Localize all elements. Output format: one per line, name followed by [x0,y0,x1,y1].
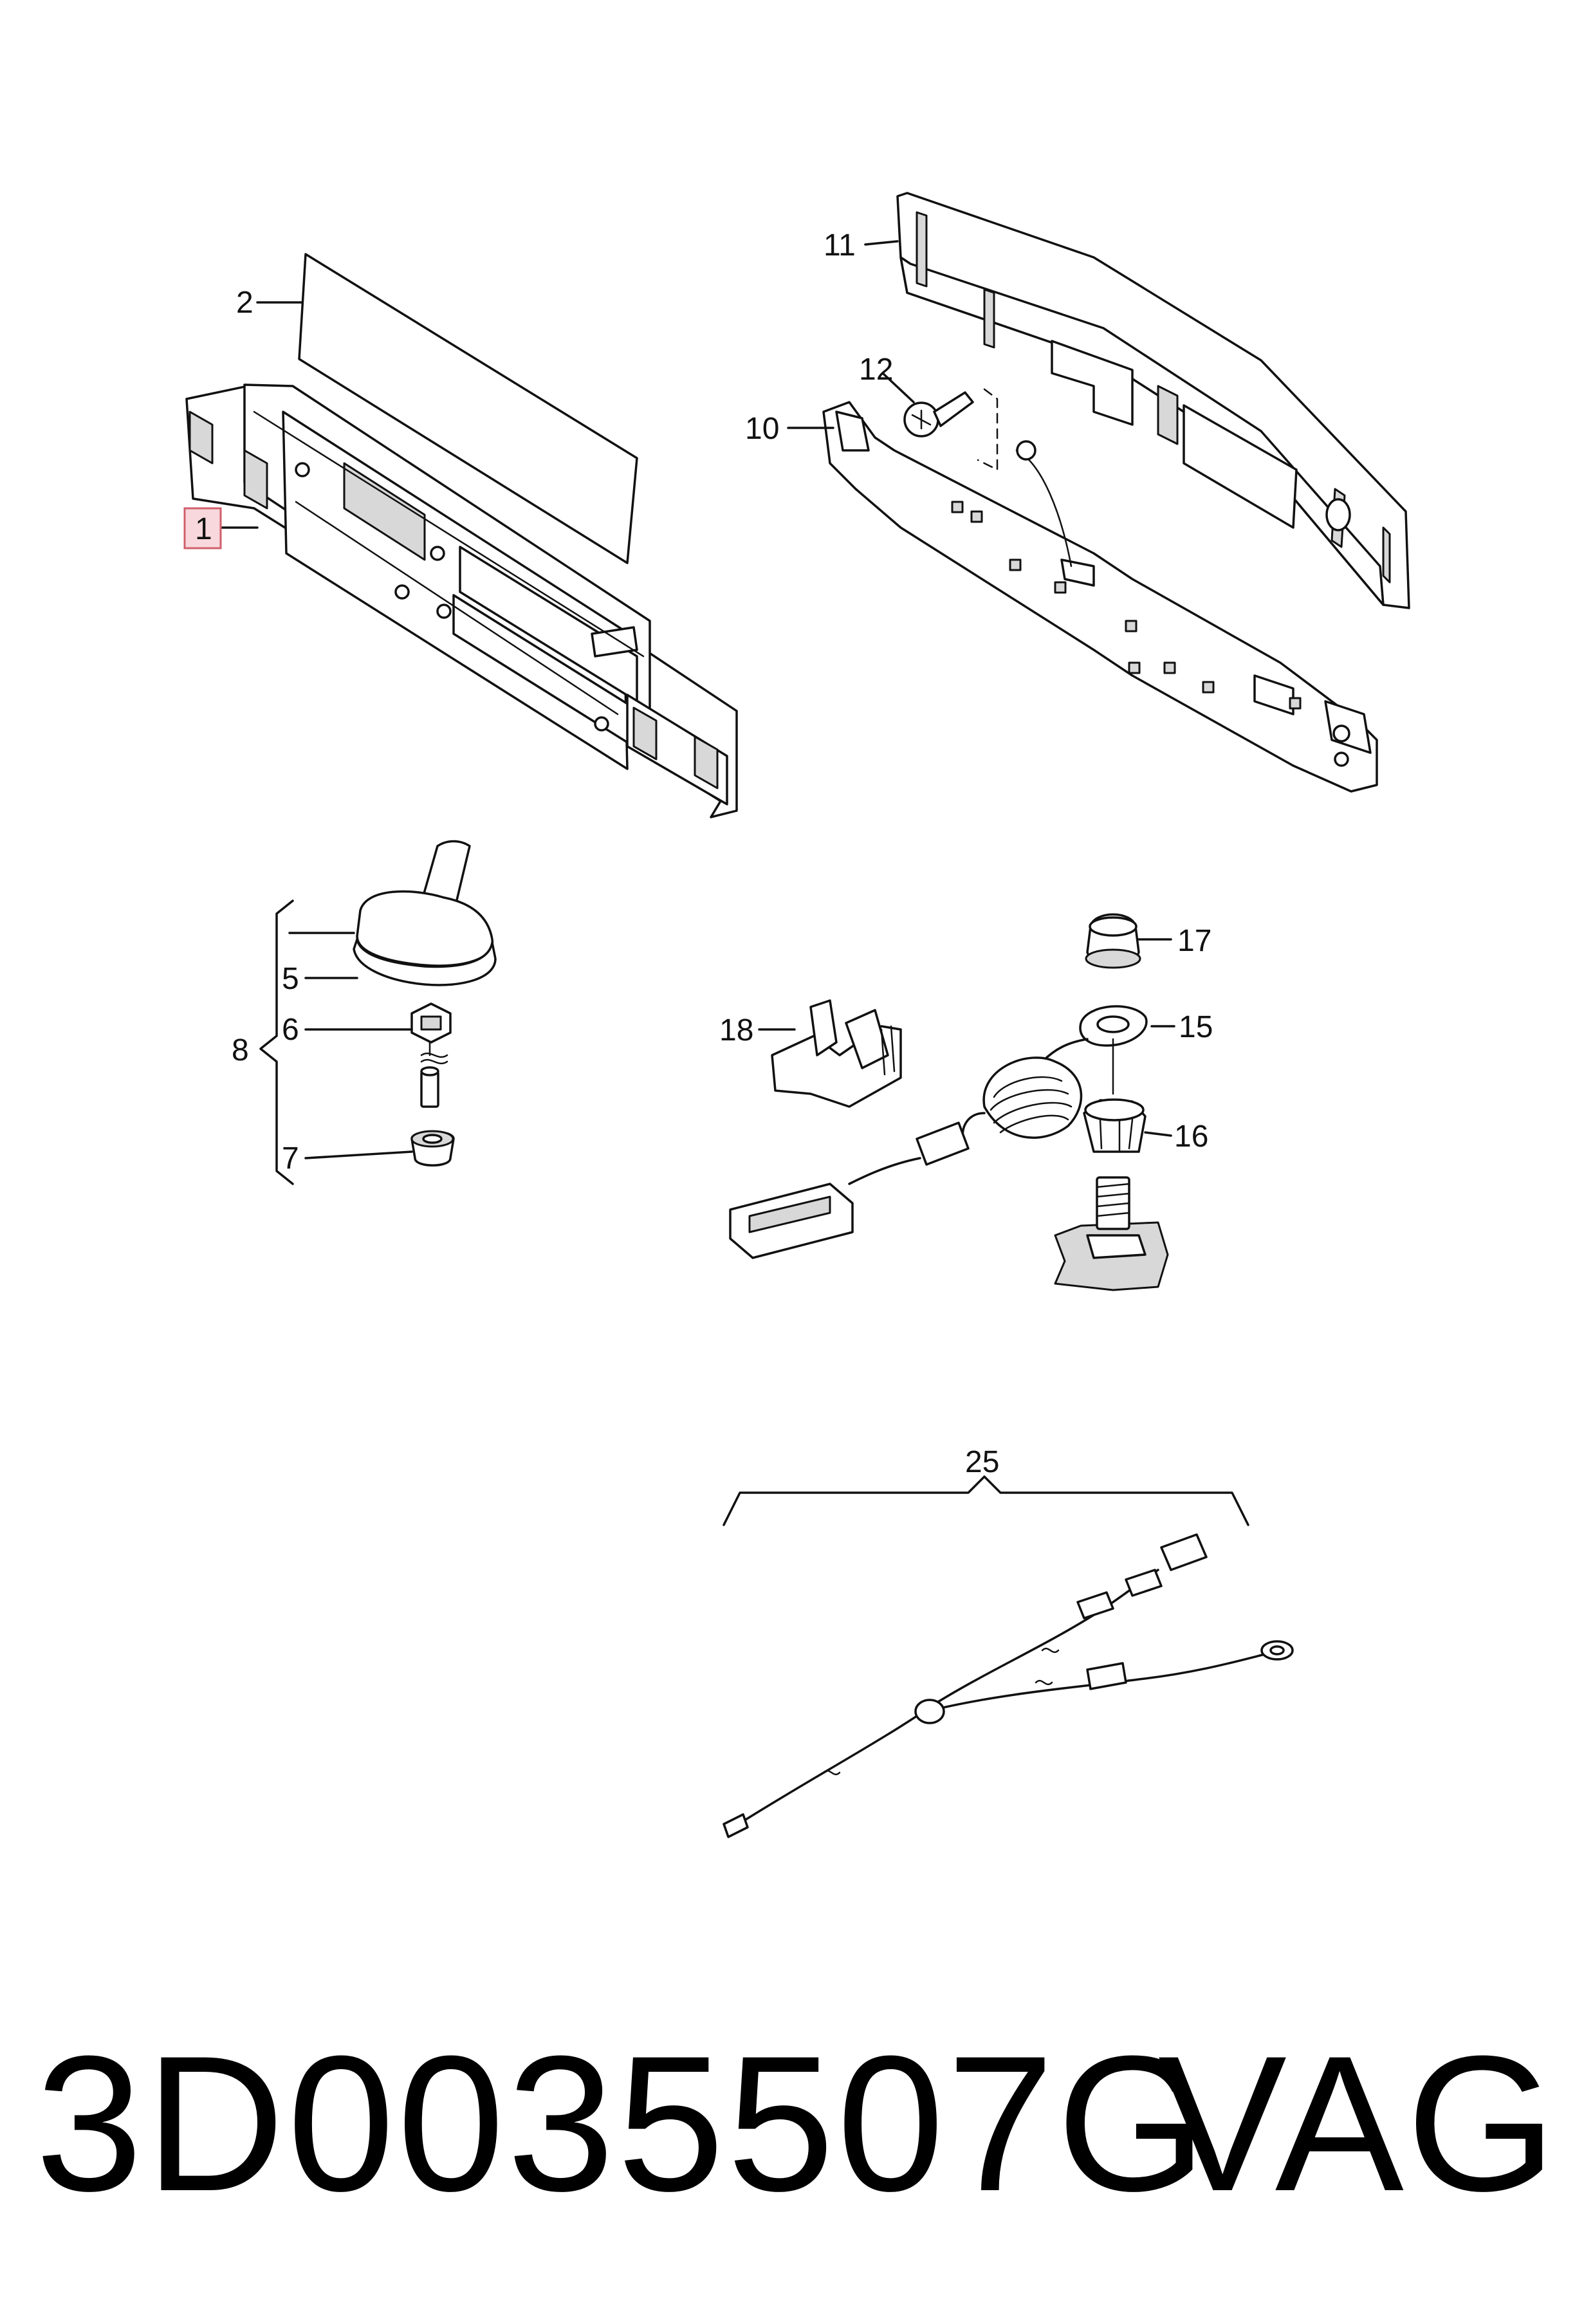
part-8-bracket-brace [259,899,355,1185]
part-1-amplifier-housing [185,383,738,818]
part-number: 3D0035507G [35,2015,1210,2231]
part-2-pad [298,253,638,564]
part-18-holder [771,999,902,1108]
callout-11[interactable]: 11 [824,228,856,263]
callout-17[interactable]: 17 [1177,924,1211,958]
part-5-antenna-seal [353,840,497,986]
part-11-cover [896,192,1410,609]
callout-16[interactable]: 16 [1174,1120,1208,1154]
highlighted-callout-box [183,507,222,549]
callout-7[interactable]: 7 [282,1141,299,1176]
callout-25[interactable]: 25 [965,1445,999,1479]
part-number-footer: 3D0035507G VAG [35,2007,1556,2239]
callout-8[interactable]: 8 [232,1033,249,1067]
callout-2[interactable]: 2 [236,286,253,320]
callout-1[interactable]: 1 [195,512,212,546]
part-10-bracket [822,401,1378,793]
callout-6[interactable]: 6 [282,1013,299,1047]
part-12-screw [903,388,999,471]
brand-name: VAG [1158,2015,1560,2231]
leader-lines [221,240,1175,1159]
callout-15[interactable]: 15 [1179,1010,1213,1044]
part-17-cap-nut [1085,913,1141,969]
callout-10[interactable]: 10 [745,412,779,446]
stud-on-roof-panel [1054,1176,1169,1291]
part-6-clip [410,1002,452,1108]
part-16-clip [1083,1098,1147,1153]
part-25-wiring-harness [723,1475,1294,1838]
callout-18[interactable]: 18 [719,1013,753,1047]
part-7-nut [410,1130,455,1167]
part-15-ground-strap [729,1005,1148,1259]
callout-12[interactable]: 12 [859,353,893,387]
callout-5[interactable]: 5 [282,962,299,996]
callout-labels: 1 2 5 6 7 8 10 11 12 15 16 17 18 25 [183,228,1213,1479]
